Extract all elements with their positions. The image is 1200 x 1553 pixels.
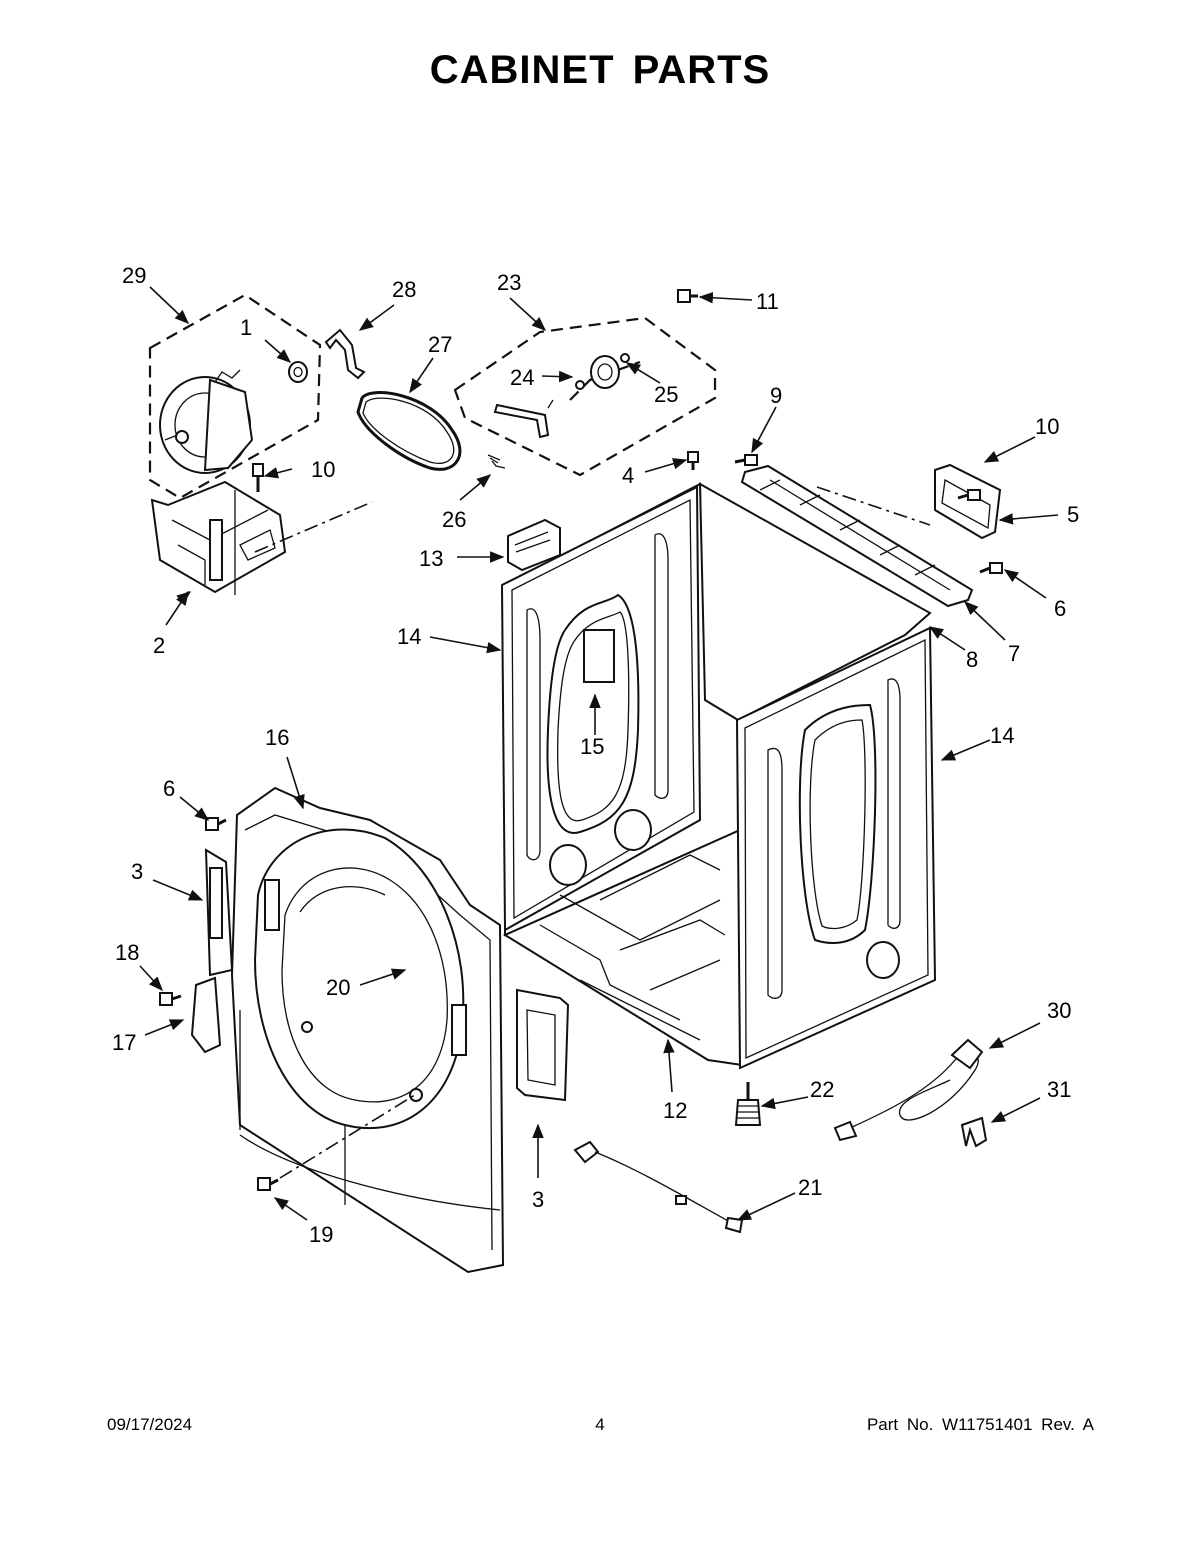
callout-2: 2 [153,633,165,658]
motor-assembly-group [148,293,366,595]
footer-page-number: 4 [595,1415,605,1434]
callout-20: 20 [326,975,350,1000]
callout-3a: 3 [131,859,143,884]
hinge-bracket [204,848,234,977]
callout-25: 25 [654,382,678,407]
callout-17: 17 [112,1030,136,1055]
callout-6a: 6 [1054,596,1066,621]
screw [957,489,981,501]
page-title: CABINET PARTS [429,48,771,92]
callout-labels: 29 1 28 27 23 11 24 25 9 10 10 4 26 5 13… [112,263,1079,1247]
callout-13: 13 [419,546,443,571]
top-brace [740,464,974,608]
motor-mount-bracket [150,480,287,595]
callout-4: 4 [622,463,634,488]
assembly-line [279,1092,419,1179]
hinge-bracket [516,988,570,1102]
rear-label [583,629,615,683]
control-housing [934,463,1002,540]
callout-29: 29 [122,263,146,288]
cabinet [500,451,1003,1070]
callout-15: 15 [580,734,604,759]
callout-21: 21 [798,1175,822,1200]
screw [257,1177,279,1191]
cord-clamp [960,1116,988,1148]
callout-16: 16 [265,725,289,750]
callout-27: 27 [428,332,452,357]
callout-23: 23 [497,270,521,295]
leader-arrows [139,286,1059,1221]
footer-date: 09/17/2024 [107,1415,193,1434]
callout-6b: 6 [163,776,175,801]
idler-washer [575,380,585,390]
callout-14a: 14 [397,624,421,649]
idler-arm [493,403,550,439]
callout-26: 26 [442,507,466,532]
callout-14b: 14 [990,723,1014,748]
assembly-line [816,486,931,526]
leveling-leg [734,1082,762,1126]
callout-7: 7 [1008,641,1020,666]
screw [205,817,227,831]
callout-24: 24 [510,365,534,390]
drive-belt [356,391,462,471]
front-panel [230,786,505,1274]
callout-30: 30 [1047,998,1071,1023]
door-strike [190,976,222,1054]
drive-motor [159,369,254,474]
callout-28: 28 [392,277,416,302]
callout-1: 1 [240,315,252,340]
power-cord [833,1038,984,1142]
wire-harness [573,1140,744,1234]
callout-12: 12 [663,1098,687,1123]
idler-assembly-group [453,316,717,477]
idler-spring [487,454,506,469]
callout-8: 8 [966,647,978,672]
screw [687,451,699,470]
callout-9: 9 [770,383,782,408]
screw [734,454,758,466]
control-board [507,518,561,572]
callout-11: 11 [756,289,779,314]
screw [252,463,264,492]
callout-3b: 3 [532,1187,544,1212]
screw [677,289,698,303]
callout-10b: 10 [311,457,335,482]
callout-10a: 10 [1035,414,1059,439]
screw [979,562,1003,574]
callout-5: 5 [1067,502,1079,527]
idler-pulley [590,355,620,389]
callout-18: 18 [115,940,139,965]
motor-clip [324,328,366,380]
screw [159,992,182,1006]
motor-pulley [288,361,308,383]
assembly-line [254,501,373,553]
callout-22: 22 [810,1077,834,1102]
callout-31: 31 [1047,1077,1071,1102]
callout-19: 19 [309,1222,333,1247]
idler-retainer [620,353,630,363]
footer-part-number: Part No. W11751401 Rev. A [866,1415,1094,1434]
